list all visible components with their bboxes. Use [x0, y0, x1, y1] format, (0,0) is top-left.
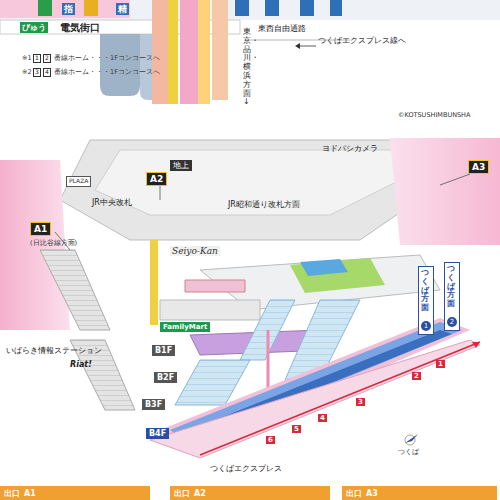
map-label: 番線ホーム・・・1Fコンコースへ	[54, 69, 160, 76]
map-label: つくば	[398, 449, 419, 456]
exit-bar: 出口 A2	[170, 486, 330, 500]
node-text: A1	[24, 489, 36, 498]
node-text: 出口	[4, 488, 20, 499]
node-text: 1	[421, 321, 431, 331]
map-label: 3	[356, 398, 365, 406]
node-text: A1	[34, 224, 47, 234]
map-label: Seiyo-Kan	[170, 246, 220, 256]
map-label: 1	[33, 54, 41, 63]
map-label: B2F	[154, 372, 177, 383]
map-label: ※2	[22, 69, 32, 76]
map-label: 2	[43, 54, 51, 63]
map-label: 6	[266, 436, 275, 444]
map-label: ※1	[22, 55, 32, 62]
direction-sign: つくば方面 1	[418, 266, 434, 335]
exit-bar: 出口 A1	[0, 486, 150, 500]
node-text: A3	[366, 489, 378, 498]
map-label: 指	[62, 3, 75, 15]
map-label: 東西自由通路	[258, 24, 306, 33]
map-label: B3F	[142, 399, 165, 410]
node-text: A2	[194, 489, 206, 498]
map-label: 電気街口	[60, 22, 100, 34]
map-label: ©KOTSUSHIMBUNSHA	[398, 112, 470, 119]
map-label: 東京・品川・横浜方面↓	[243, 28, 251, 107]
node-text: A2	[150, 174, 163, 184]
node-text: 出口	[174, 488, 190, 499]
map-label: Riat!	[70, 360, 92, 369]
exit-badge: A1	[30, 222, 51, 236]
map-label: 3	[33, 68, 41, 77]
map-label: 4	[43, 68, 51, 77]
exit-badge: A2	[146, 172, 167, 186]
map-label: 5	[292, 425, 301, 433]
node-text: 2	[447, 317, 457, 327]
direction-sign: つくば方面 2	[444, 262, 460, 331]
node-text: 出口	[346, 488, 362, 499]
map-label: つくばエクスプレス	[210, 464, 282, 473]
map-label: 2	[412, 372, 421, 380]
map-label: B4F	[146, 428, 169, 439]
map-label: (日比谷線方面)	[30, 240, 77, 247]
map-label: ヨドバシカメラ	[322, 144, 378, 153]
map-label: 1	[436, 360, 445, 368]
map-label: 4	[318, 414, 327, 422]
map-label: 地上	[170, 160, 192, 171]
exit-badge: A3	[468, 160, 489, 174]
map-label: JR中央改札	[92, 198, 132, 207]
map-label: PLAZA	[66, 176, 91, 187]
node-text: A3	[472, 162, 485, 172]
map-label: いばらき情報ステーション	[6, 346, 102, 355]
node-text: つくば方面	[421, 269, 429, 313]
node-text: つくば方面	[447, 265, 455, 309]
map-label: つくばエクスプレス線へ	[318, 36, 406, 45]
map-label: びゅう	[20, 22, 48, 33]
map-label: FamilyMart	[160, 322, 210, 332]
exit-bar: 出口 A3	[342, 486, 497, 500]
map-label: B1F	[152, 345, 175, 356]
map-label: 精	[116, 3, 129, 15]
map-label: JR昭和通り改札方面	[228, 200, 300, 209]
map-label: 番線ホーム・・・1Fコンコースへ	[54, 55, 160, 62]
